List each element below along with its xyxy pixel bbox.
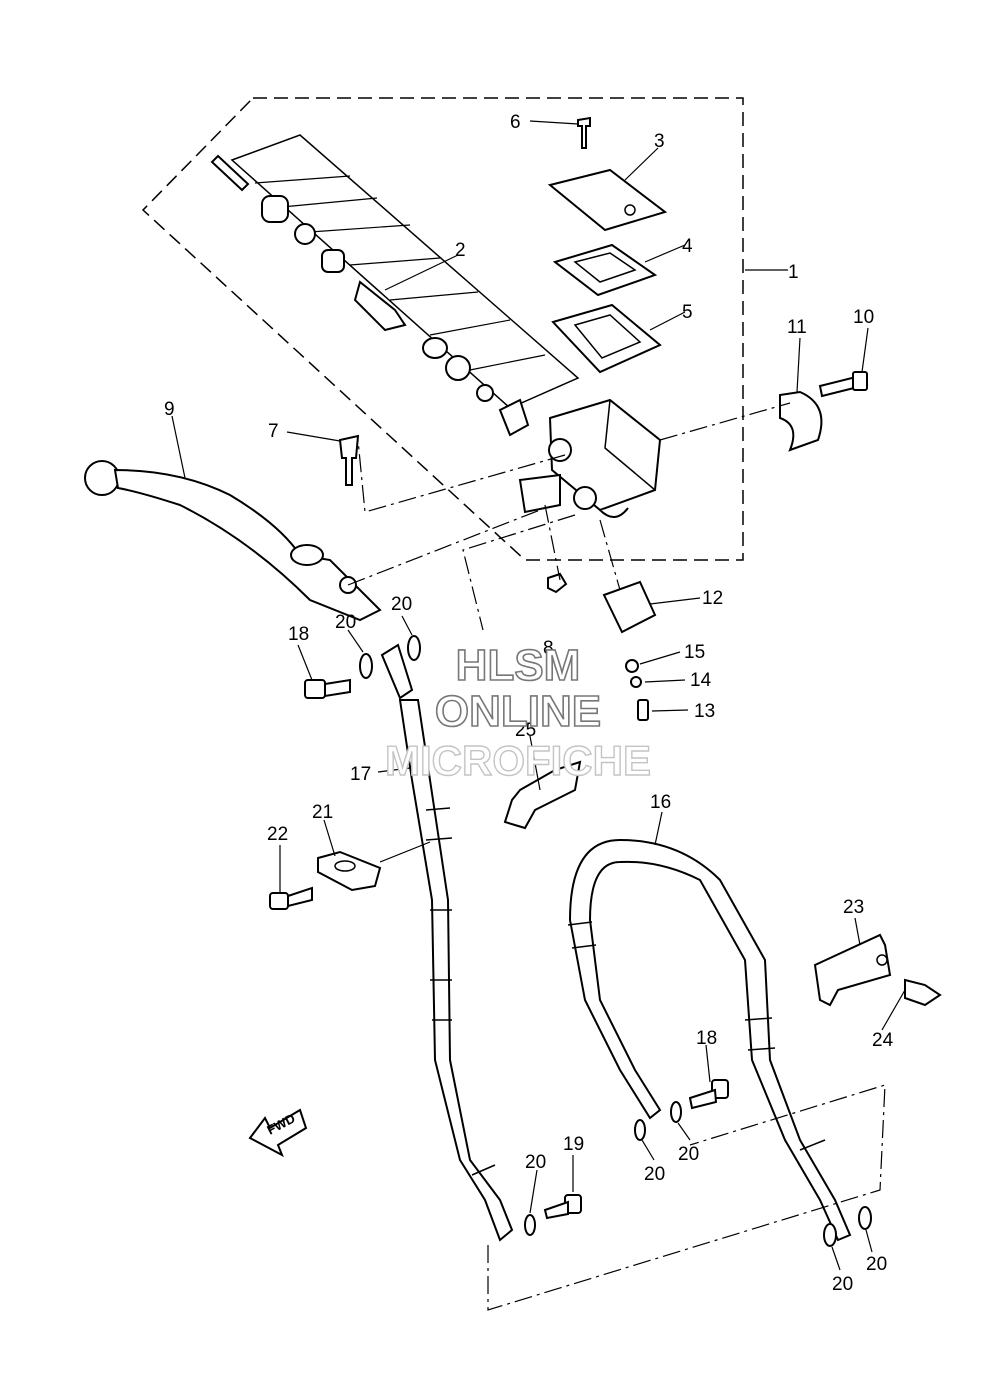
callout-18a: 18 [288,624,309,645]
callout-1: 1 [788,262,799,283]
piston-kit-parts [210,154,530,437]
brake-switch [602,580,657,721]
callout-13: 13 [694,701,715,722]
brake-hose-16 [567,838,852,1242]
callout-11: 11 [787,317,807,338]
master-cylinder-body [518,398,662,518]
callout-9: 9 [164,399,175,420]
reservoir-cap-stack [547,116,668,374]
pivot-bolt-and-nut [338,434,568,594]
callout-17: 17 [350,764,371,785]
callout-numbers: 1 2 3 4 5 6 7 8 9 10 11 12 13 14 15 16 1… [164,112,894,1295]
piston-kit-dividers [254,175,546,371]
bracket-25 [503,760,582,830]
callout-15: 15 [684,642,705,663]
brake-hose-17 [380,643,514,1242]
forward-direction-arrow: FWD [248,1108,308,1158]
watermark-line2: ONLINE [435,687,601,736]
callout-3: 3 [654,131,665,152]
callout-20c: 20 [525,1152,546,1173]
callout-20g: 20 [866,1254,887,1275]
callout-7: 7 [268,421,279,442]
callout-12: 12 [702,588,723,609]
callout-20f: 20 [832,1274,853,1295]
callout-20e: 20 [678,1144,699,1165]
callout-5: 5 [682,302,693,323]
callout-8: 8 [543,638,554,659]
watermark-line1: HLSM [456,641,581,690]
callout-25: 25 [515,720,536,741]
callout-20b: 20 [391,594,412,615]
reference-lines [347,402,886,1311]
piston-kit-box [230,134,580,409]
callout-4: 4 [682,236,693,257]
callout-2: 2 [455,240,466,261]
callout-18b: 18 [696,1028,717,1049]
assembly-boundary [141,97,744,561]
watermark-line3: MICROFICHE [385,737,651,784]
callout-21: 21 [312,802,333,823]
hose-clamp [813,933,942,1007]
callout-10: 10 [853,307,874,328]
callout-14: 14 [690,670,712,691]
watermark: HLSM ONLINE MICROFICHE [384,640,651,785]
callout-20d: 20 [644,1164,665,1185]
handlebar-clamp [779,371,868,452]
leader-lines [171,120,906,1271]
callout-24: 24 [872,1030,894,1051]
hose-guide [269,850,382,910]
callout-22: 22 [267,824,288,845]
callout-6: 6 [510,112,521,133]
brake-lever [84,460,382,622]
callout-23: 23 [843,897,864,918]
union-bolt-left [304,635,421,699]
union-bolts-lower [524,1079,872,1247]
callout-16: 16 [650,792,671,813]
callout-20a: 20 [335,612,356,633]
callout-19: 19 [563,1134,584,1155]
